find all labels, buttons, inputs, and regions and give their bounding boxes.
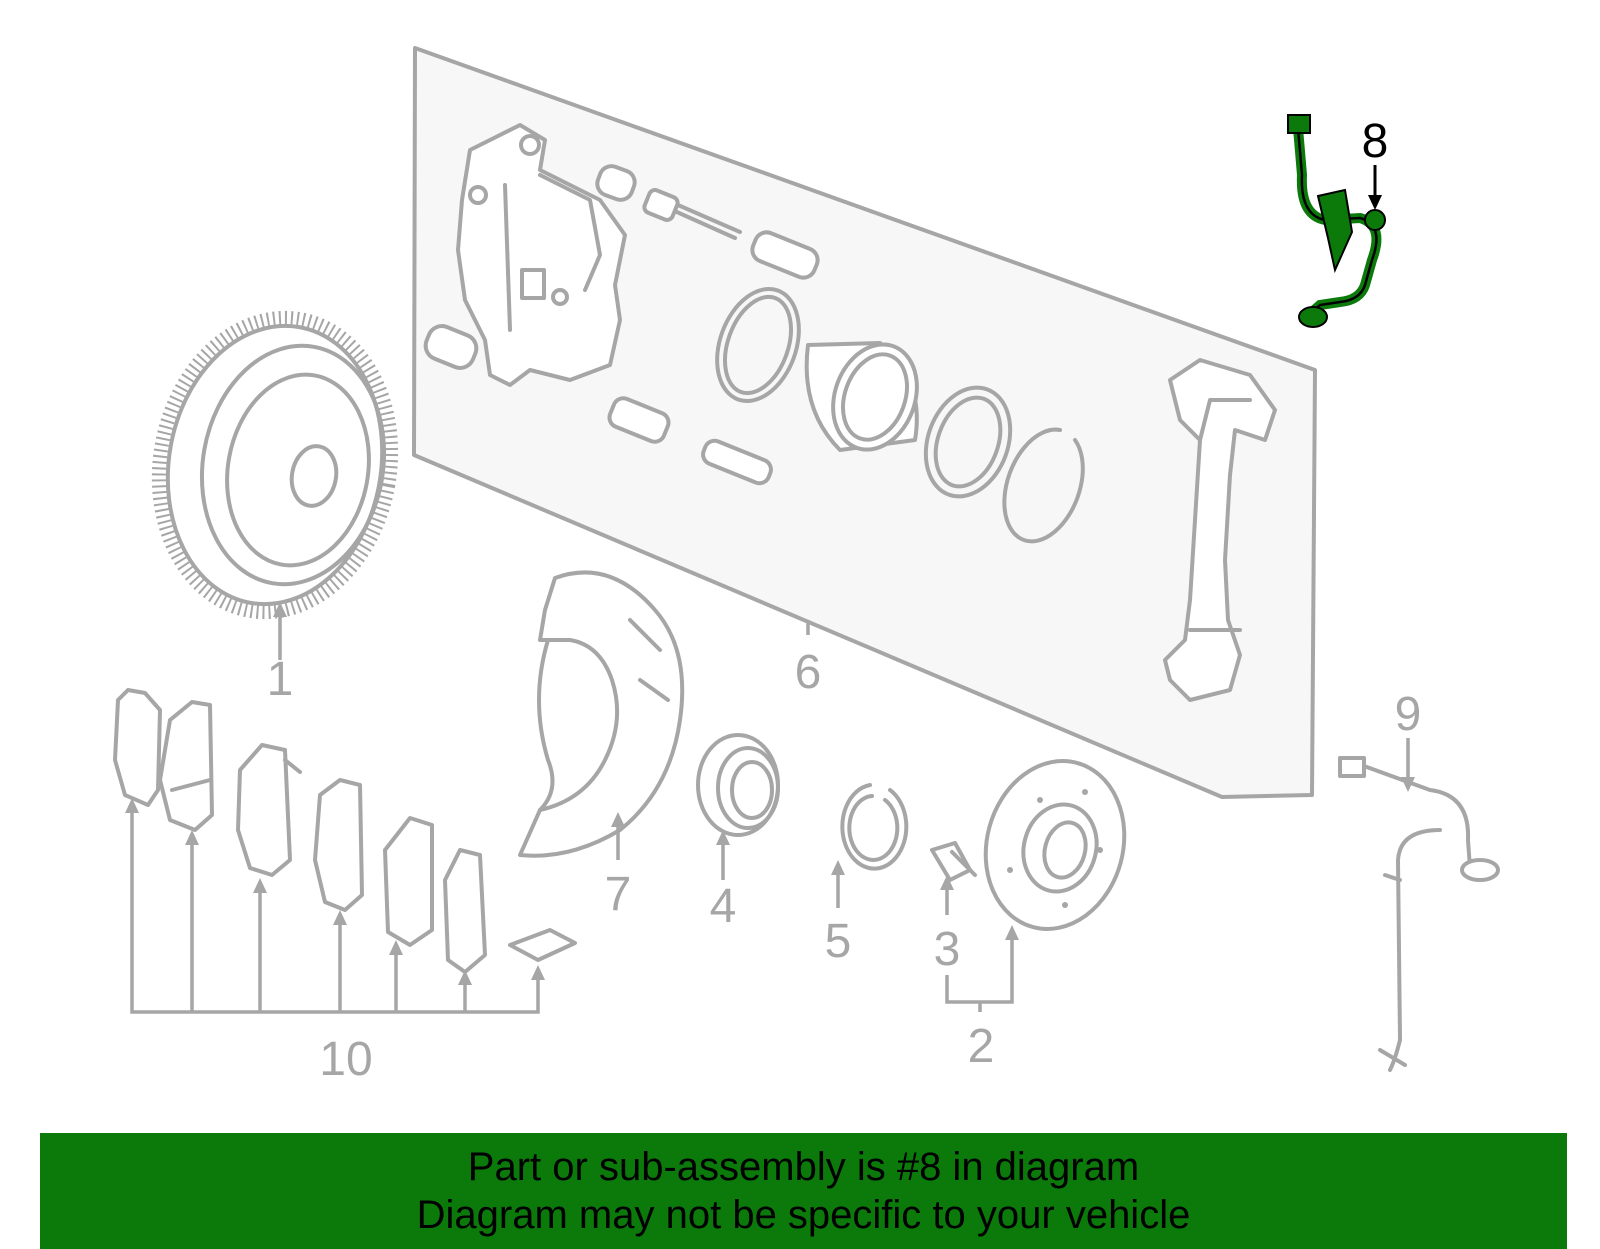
parts-diagram: 1 2 3 4 5 6 7 8 9 10: [113, 46, 1500, 1086]
piston-dust-boot: [923, 385, 1013, 499]
caliper-mounting-bracket: [1163, 358, 1277, 702]
banner-line-2: Diagram may not be specific to your vehi…: [416, 1193, 1191, 1237]
callout-2: 2: [968, 1020, 995, 1073]
banner-line-1: Part or sub-assembly is #8 in diagram: [467, 1145, 1140, 1189]
caliper-housing: [456, 123, 627, 387]
guide-pin-boot-left: [423, 324, 479, 370]
wheel-bearing: [696, 733, 780, 837]
guide-bolt-upper: [642, 188, 742, 240]
callout-6: 6: [795, 646, 822, 699]
callout-9: 9: [1395, 688, 1422, 741]
splash-shield: [518, 570, 685, 858]
callout-leaders: [125, 165, 1415, 1014]
boot-retaining-ring: [1002, 427, 1085, 544]
guide-pin-boot-upper: [595, 164, 637, 202]
abs-wheel-speed-sensor: [1338, 756, 1500, 1072]
callout-8: 8: [1362, 115, 1389, 168]
callout-4: 4: [710, 880, 737, 933]
brake-pad-set: [113, 688, 577, 974]
caliper-piston: [804, 341, 919, 452]
wheel-hub-bolt: [930, 841, 977, 882]
wheel-hub: [983, 759, 1127, 931]
callout-5: 5: [825, 915, 852, 968]
callout-7: 7: [605, 868, 632, 921]
callout-1: 1: [267, 653, 294, 706]
guide-pin-lower: [701, 438, 773, 486]
piston-seal-ring: [715, 286, 801, 404]
callout-10: 10: [319, 1033, 372, 1086]
brake-rotor: [151, 310, 399, 620]
bleeder-screw: [607, 396, 671, 444]
info-banner: Part or sub-assembly is #8 in diagram Di…: [40, 1133, 1567, 1249]
brake-hose-highlighted: [1287, 114, 1386, 328]
bearing-snap-ring: [840, 783, 909, 871]
callout-3: 3: [934, 923, 961, 976]
guide-bolt-mid: [750, 230, 820, 280]
